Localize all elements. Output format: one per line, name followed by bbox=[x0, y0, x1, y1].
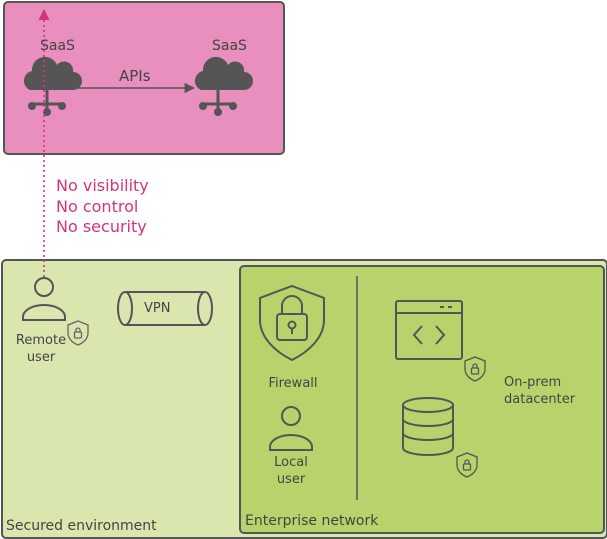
enterprise-network-label: Enterprise network bbox=[245, 513, 379, 529]
code-window-icon bbox=[395, 300, 463, 360]
local-user-icon bbox=[269, 406, 313, 451]
firewall-shield-icon bbox=[259, 284, 325, 362]
secured-environment-label: Secured environment bbox=[6, 518, 157, 534]
firewall-label: Firewall bbox=[268, 376, 318, 391]
api-label: APIs bbox=[119, 67, 151, 85]
remote-user-icon bbox=[22, 277, 66, 321]
shield-lock-icon bbox=[464, 356, 486, 382]
datacenter-label: On-prem datacenter bbox=[504, 375, 576, 407]
warning-control: No control bbox=[56, 196, 139, 216]
saas-left-label: SaaS bbox=[40, 38, 75, 54]
remote-user-label: Remote user bbox=[15, 333, 67, 365]
local-user-label: Local user bbox=[274, 455, 308, 487]
cloud-network-icon bbox=[23, 56, 82, 116]
warnings-list: No visibility No control No security bbox=[56, 176, 149, 238]
vpn-label: VPN bbox=[144, 301, 171, 316]
saas-right-label: SaaS bbox=[212, 38, 247, 54]
enterprise-network-zone bbox=[239, 265, 605, 534]
warning-security: No security bbox=[56, 217, 147, 236]
warning-visibility: No visibility bbox=[56, 176, 149, 195]
shield-lock-icon bbox=[456, 452, 478, 478]
vpn-tunnel-icon bbox=[117, 291, 213, 326]
shield-lock-icon bbox=[67, 320, 89, 346]
database-icon bbox=[402, 397, 454, 456]
cloud-network-icon bbox=[194, 56, 253, 116]
